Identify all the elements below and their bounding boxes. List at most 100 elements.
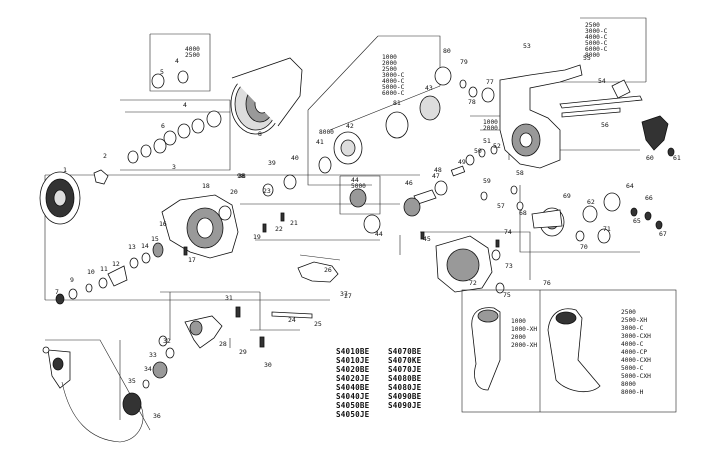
part-number-label: 67 bbox=[659, 230, 667, 238]
model-code: S4040BE bbox=[336, 383, 370, 392]
variant-label: 3000-C bbox=[585, 28, 608, 35]
model-code: S4050BE bbox=[336, 401, 370, 410]
part-number-label: 54 bbox=[598, 77, 606, 85]
variant-list-44: 5000 bbox=[351, 183, 366, 190]
part-number-label: 43 bbox=[425, 84, 433, 92]
part-number-label: 49 bbox=[458, 158, 466, 166]
part-number-label: 38 bbox=[238, 172, 246, 180]
variant-list-handle-small: 1000 1000-XH 2000 2000-XH bbox=[511, 318, 537, 349]
part-number-label: 29 bbox=[239, 348, 247, 356]
part-number-label: 76 bbox=[543, 279, 551, 287]
variant-list-4-5: 4000 2500 bbox=[185, 46, 200, 59]
part-number-label: 23 bbox=[263, 187, 271, 195]
part-number-label: 55 bbox=[583, 54, 591, 62]
model-code: S4090BE bbox=[388, 392, 422, 401]
model-code: S4090JE bbox=[388, 401, 422, 410]
bail-wire-shaft-54 bbox=[559, 79, 643, 118]
part-number-label: 16 bbox=[159, 220, 167, 228]
model-code-table: S4010BE S4070BE S4010JE S4070KE S4020BE … bbox=[336, 347, 422, 419]
part-number-label: 48 bbox=[434, 166, 442, 174]
part-number-label: 47 bbox=[432, 172, 440, 180]
part-number-label: 39 bbox=[268, 159, 276, 167]
part-number-label: 9 bbox=[70, 276, 74, 284]
variant-label: 1000 bbox=[483, 119, 498, 126]
part-number-label: 56 bbox=[601, 121, 609, 129]
part-number-label: 35 bbox=[128, 377, 136, 385]
part-number-label: 50 bbox=[474, 147, 482, 155]
part-number-label: 77 bbox=[486, 78, 494, 86]
variant-label: 3000-C bbox=[382, 72, 405, 79]
washers-3 bbox=[127, 70, 222, 164]
variant-label: 3000-CXH bbox=[621, 333, 651, 340]
part-number-label: 57 bbox=[497, 202, 505, 210]
part-number-label: 7 bbox=[55, 288, 59, 296]
part-number-label: 10 bbox=[87, 268, 95, 276]
part-number-label: 22 bbox=[275, 225, 283, 233]
part-number-label: 37 bbox=[340, 290, 348, 298]
variant-label: 2500 bbox=[382, 66, 397, 73]
part-number-label: 78 bbox=[468, 98, 476, 106]
part-number-label: 65 bbox=[633, 217, 641, 225]
part-number-label: 44 bbox=[375, 230, 383, 238]
part-number-label: 40 bbox=[291, 154, 299, 162]
model-code: S4080BE bbox=[388, 374, 422, 383]
part-number-label: 19 bbox=[253, 233, 261, 241]
part-number-label: 5 bbox=[160, 68, 164, 76]
spool-8 bbox=[230, 57, 303, 135]
part-number-label: 27 bbox=[344, 292, 352, 300]
model-code: S4070KE bbox=[388, 356, 422, 365]
part-number-label: 18 bbox=[202, 182, 210, 190]
variant-label: 4000-C bbox=[382, 78, 405, 85]
part-number-label: 25 bbox=[314, 320, 322, 328]
spool-44-bearing bbox=[403, 197, 421, 217]
part-number-label: 69 bbox=[563, 192, 571, 200]
part-number-label: 60 bbox=[646, 154, 654, 162]
part-number-label: 80 bbox=[443, 47, 451, 55]
variant-list-51-52: 1000 2000 bbox=[483, 119, 498, 132]
part-number-label: 45 bbox=[423, 235, 431, 243]
model-code: S4040JE bbox=[336, 392, 370, 401]
variant-list-handle-large: 2500 2500-XH 3000-C 3000-CXH 4000-C 4000… bbox=[621, 309, 651, 396]
part-number-label: 31 bbox=[225, 294, 233, 302]
part-number-label: 32 bbox=[163, 337, 171, 345]
part-number-label: 6 bbox=[161, 122, 165, 130]
variant-label: 4000-C bbox=[621, 341, 644, 348]
part-number-label: 70 bbox=[580, 243, 588, 251]
handle-knob-60 bbox=[641, 115, 669, 151]
variant-label: 2000-XH bbox=[511, 342, 537, 349]
part-number-label: 17 bbox=[188, 256, 196, 264]
variant-label: 2500 bbox=[185, 52, 200, 59]
variant-label: 4000-C bbox=[585, 34, 608, 41]
variant-label: 1000 bbox=[511, 318, 526, 325]
model-code: S4010BE bbox=[336, 347, 370, 356]
model-code: S4080JE bbox=[388, 383, 422, 392]
variant-label: 2500-XH bbox=[621, 317, 647, 324]
part-number-label: 44 bbox=[351, 176, 359, 184]
variant-label: 4000 bbox=[185, 46, 200, 53]
part-number-label: 73 bbox=[505, 262, 513, 270]
part-number-label: 20 bbox=[230, 188, 238, 196]
part-number-label: 13 bbox=[128, 243, 136, 251]
variant-list-55: 2500 3000-C 4000-C 5000-C 6000-C 8000 bbox=[585, 22, 608, 59]
variant-label: 4000-CP bbox=[621, 349, 647, 356]
variant-label: 2000 bbox=[511, 334, 526, 341]
variant-list-43: 1000 2000 2500 3000-C 4000-C 5000-C 6000… bbox=[382, 54, 405, 97]
clip-2 bbox=[93, 169, 109, 185]
part-number-label: 4 bbox=[183, 101, 187, 109]
part-number-label: 34 bbox=[144, 365, 152, 373]
oscillation-parts bbox=[413, 145, 524, 294]
variant-list-42: 8000 bbox=[319, 129, 334, 136]
variant-label: 8000-H bbox=[621, 389, 644, 396]
housing-72 bbox=[435, 235, 493, 293]
part-number-label: 36 bbox=[153, 412, 161, 420]
variant-label: 2000 bbox=[382, 60, 397, 67]
part-number-label: 74 bbox=[504, 228, 512, 236]
part-number-label: 33 bbox=[149, 351, 157, 359]
part-number-label: 3 bbox=[172, 163, 176, 171]
part-number-label: 61 bbox=[673, 154, 681, 162]
variant-label: 6000-C bbox=[585, 46, 608, 53]
variant-label: 2500 bbox=[585, 22, 600, 29]
